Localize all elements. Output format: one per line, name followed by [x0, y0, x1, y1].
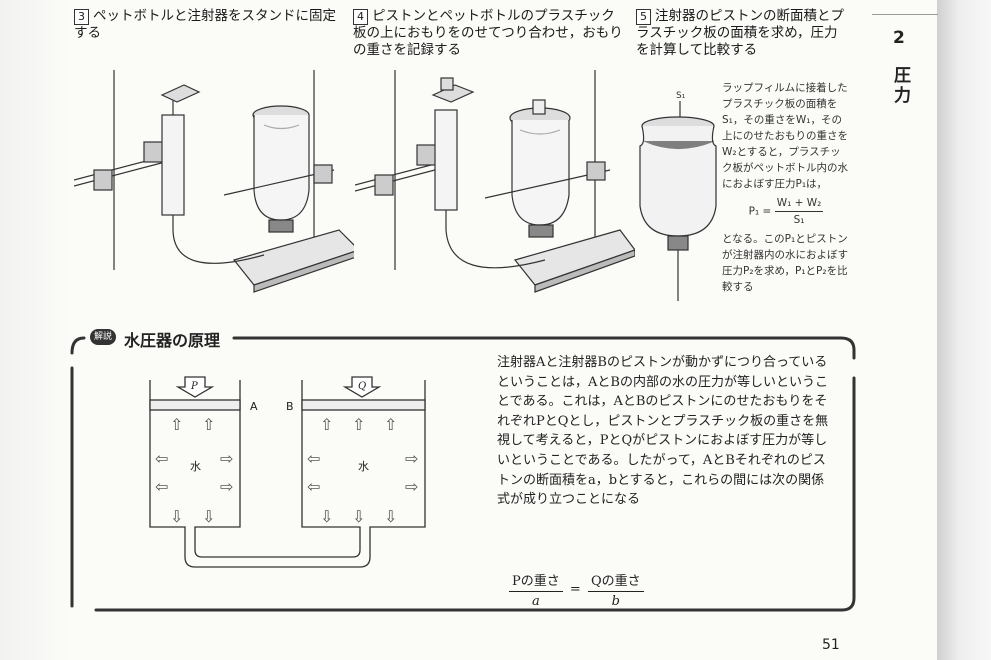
svg-text:⇩: ⇩ — [202, 507, 215, 526]
formula-numerator: W₁ + W₂ — [774, 195, 824, 212]
svg-text:⇦: ⇦ — [307, 477, 320, 496]
formula-p-weight: Pの重さ — [509, 570, 563, 592]
svg-text:⇦: ⇦ — [155, 449, 168, 468]
label-p: P — [190, 381, 198, 392]
page-number: 51 — [822, 637, 840, 653]
svg-text:⇧: ⇧ — [320, 415, 333, 434]
chapter-number: 2 — [893, 28, 905, 48]
chapter-rule — [872, 14, 938, 15]
svg-text:⇨: ⇨ — [405, 449, 418, 468]
svg-text:⇧: ⇧ — [170, 415, 183, 434]
formula-equals: = — [569, 582, 581, 597]
page-gutter-shadow — [0, 0, 70, 660]
step-4-number: 4 — [353, 9, 368, 25]
explanation-title: 水圧器の原理 — [124, 331, 221, 350]
label-a: A — [250, 400, 258, 413]
step-3-illustration — [74, 70, 354, 293]
step-4-illustration — [355, 70, 635, 293]
label-water-b: 水 — [358, 460, 369, 473]
svg-text:⇨: ⇨ — [220, 449, 233, 468]
svg-text:⇨: ⇨ — [405, 477, 418, 496]
svg-text:⇧: ⇧ — [352, 415, 365, 434]
svg-text:⇩: ⇩ — [352, 507, 365, 526]
step-5-text: 注射器のピストンの断面積とプラスチック板の面積を求め，圧力を計算して比較する — [636, 8, 844, 58]
label-water-a: 水 — [190, 460, 201, 473]
chapter-title: 圧力 — [894, 66, 911, 106]
explanation-paragraph: 注射器Aと注射器Bのピストンが動かずにつり合っているということは，AとBの内部の… — [497, 355, 829, 508]
step-5-number: 5 — [636, 9, 651, 25]
svg-text:⇦: ⇦ — [307, 449, 320, 468]
label-s1: S₁ — [676, 91, 686, 101]
explanation-frame — [70, 336, 856, 612]
svg-text:⇨: ⇨ — [220, 477, 233, 496]
page-edge-shadow — [937, 0, 991, 660]
svg-text:⇩: ⇩ — [320, 507, 333, 526]
pressure-arrows: ⇧ ⇧ ⇦ ⇨ ⇦ ⇨ ⇩ ⇩ ⇧ ⇧ ⇧ ⇦ ⇨ ⇦ ⇨ ⇩ ⇩ ⇩ — [155, 415, 418, 526]
explanation-badge: 解説 — [90, 329, 116, 345]
note-text-2: となる。このP₁とピストンが注射器内の水におよぼす圧力P₂を求め，P₁とP₂を比… — [722, 233, 848, 293]
formula-denominator: S₁ — [793, 214, 805, 226]
step-3-text: ペットボトルと注射器をスタンドに固定する — [74, 8, 336, 41]
svg-text:⇧: ⇧ — [202, 415, 215, 434]
formula-a: a — [531, 594, 540, 609]
svg-text:⇧: ⇧ — [384, 415, 397, 434]
hydraulic-press-diagram: P Q A B 水 水 ⇧ ⇧ ⇦ ⇨ ⇦ ⇨ ⇩ ⇩ ⇧ ⇧ ⇧ ⇦ ⇨ ⇦ ⇨ ⇩ ⇩ ⇩ — [149, 376, 426, 568]
step-5-note: ラップフィルムに接着したプラスチック板の面積をS₁，その重さをW₁，その上にのせ… — [722, 80, 850, 295]
step-4-text: ピストンとペットボトルのプラスチック板の上におもりをのせてつり合わせ，おもりの重… — [353, 8, 623, 58]
formula-b: b — [611, 594, 620, 609]
pressure-formula: P₁ = W₁ + W₂ S₁ — [722, 195, 850, 228]
note-text-1: ラップフィルムに接着したプラスチック板の面積をS₁，その重さをW₁，その上にのせ… — [722, 82, 848, 190]
svg-text:⇩: ⇩ — [384, 507, 397, 526]
formula-q-weight: Qの重さ — [587, 570, 644, 592]
formula-lhs: P₁ = — [748, 205, 772, 218]
label-q: Q — [358, 381, 366, 392]
equilibrium-formula: Pの重さ a = Qの重さ b — [506, 570, 647, 609]
step-3-number: 3 — [74, 9, 89, 25]
label-b: B — [286, 400, 294, 413]
svg-text:⇦: ⇦ — [155, 477, 168, 496]
step-5-illustration: S₁ — [639, 91, 717, 301]
svg-text:⇩: ⇩ — [170, 507, 183, 526]
